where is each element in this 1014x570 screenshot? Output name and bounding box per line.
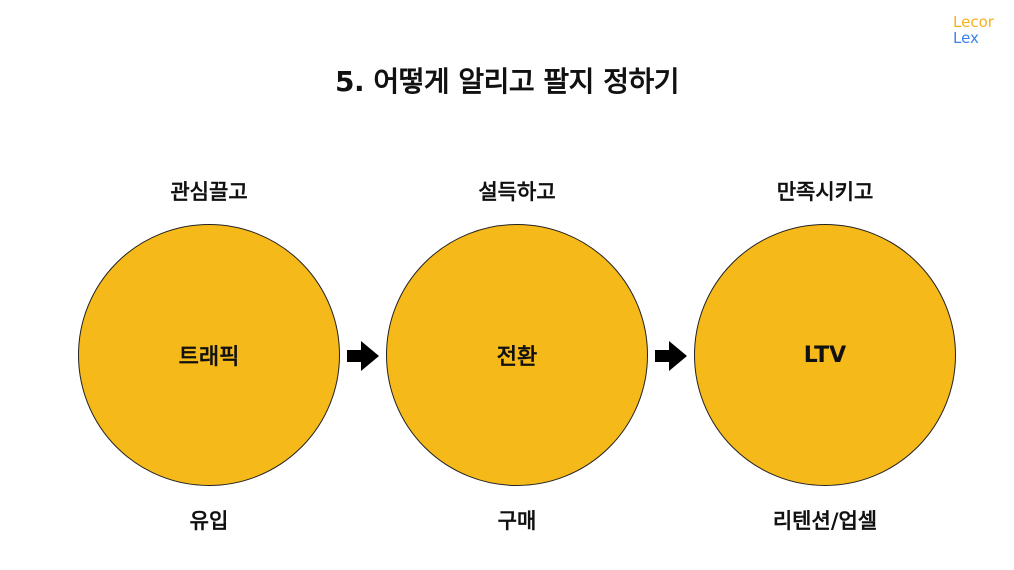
stage-top-label: 설득하고: [478, 180, 556, 204]
arrow-right-icon: [347, 341, 379, 371]
stage-circle: 트래픽: [78, 224, 340, 486]
arrow-right-icon: [655, 341, 687, 371]
stage-2: 설득하고 전환 구매: [386, 0, 648, 570]
stage-bottom-label: 구매: [497, 509, 537, 533]
slide-title: 5. 어떻게 알리고 팔지 정하기: [335, 65, 679, 98]
logo-line-2: Lex: [953, 29, 979, 47]
stage-circle: LTV: [694, 224, 956, 486]
stage-1: 관심끌고 트래픽 유입: [78, 0, 340, 570]
logo-line-1: Lecor: [953, 13, 994, 31]
stage-top-label: 만족시키고: [776, 180, 874, 204]
stage-circle-label: LTV: [803, 342, 847, 368]
stage-circle-label: 트래픽: [178, 345, 240, 370]
stage-circle: 전환: [386, 224, 648, 486]
stage-bottom-label: 유입: [189, 509, 229, 533]
stage-circle-label: 전환: [496, 345, 538, 370]
stage-bottom-label: 리텐션/업셀: [772, 509, 878, 533]
stage-top-label: 관심끌고: [170, 180, 248, 204]
logo: Lecor Lex: [953, 14, 994, 46]
stage-3: 만족시키고 LTV 리텐션/업셀: [694, 0, 956, 570]
